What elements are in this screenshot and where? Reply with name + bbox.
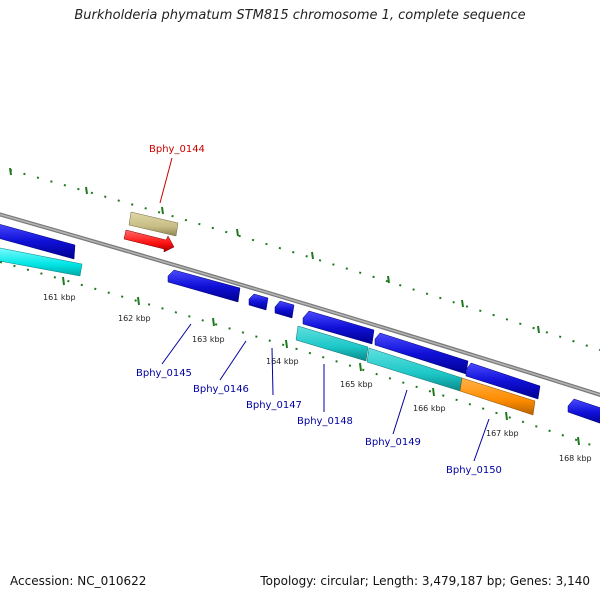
sequence-summary-text: Topology: circular; Length: 3,479,187 bp… — [260, 574, 590, 588]
tick-label: 168 kbp — [559, 454, 592, 463]
gene-arrow-bphy-0147[interactable] — [274, 300, 295, 319]
map-title: Burkholderia phymatum STM815 chromosome … — [74, 8, 526, 23]
gene-arrow-bphy-0149[interactable] — [374, 332, 469, 375]
inner-major-tick — [285, 339, 288, 349]
gene-arrow-upstream[interactable] — [0, 223, 76, 260]
outer-dotted-line — [9, 169, 600, 351]
outer-major-tick — [311, 251, 314, 260]
leader-line-bphy-0146 — [219, 340, 247, 381]
gene-label-bphy-0147[interactable]: Bphy_0147 — [246, 400, 302, 411]
gene-arrow-bphy-0144[interactable] — [123, 229, 175, 253]
inner-major-tick — [505, 411, 508, 421]
cyan-feature-upstream[interactable] — [0, 247, 83, 277]
outer-major-tick — [461, 299, 464, 308]
leader-line-bphy-0145 — [161, 323, 192, 365]
inner-tick-track — [0, 261, 600, 449]
inner-major-tick — [137, 296, 140, 306]
inner-major-tick — [577, 436, 580, 446]
tick-label: 165 kbp — [340, 380, 373, 389]
outer-major-tick — [537, 325, 540, 334]
gene-label-bphy-0148[interactable]: Bphy_0148 — [297, 416, 353, 427]
tick-label: 166 kbp — [413, 404, 446, 413]
gene-arrow-bphy-0148[interactable] — [302, 310, 375, 345]
gene-label-bphy-0150[interactable]: Bphy_0150 — [446, 465, 502, 476]
outer-major-tick — [387, 275, 390, 284]
chromosome-backbone-highlight — [0, 213, 600, 396]
outer-major-tick — [9, 167, 12, 176]
gene-labels: Bphy_0144 Bphy_0145 Bphy_0146 Bphy_0147 … — [136, 144, 502, 476]
gene-arrow-downstream[interactable] — [567, 398, 600, 426]
inner-major-tick — [62, 276, 65, 286]
tick-label: 167 kbp — [486, 429, 519, 438]
accession-text: Accession: NC_010622 — [10, 574, 147, 588]
outer-major-tick — [85, 186, 88, 195]
gene-arrow-bphy-0145[interactable] — [167, 269, 241, 303]
tick-labels: 161 kbp 162 kbp 163 kbp 164 kbp 165 kbp … — [43, 293, 592, 463]
leader-line-bphy-0144 — [159, 157, 173, 204]
tick-label: 163 kbp — [192, 335, 225, 344]
tan-feature-bphy-0144[interactable] — [128, 211, 179, 237]
outer-major-tick — [161, 206, 164, 215]
gene-label-bphy-0149[interactable]: Bphy_0149 — [365, 437, 421, 448]
leader-line-bphy-0147 — [271, 347, 274, 396]
teal-feature-bphy-0148[interactable] — [295, 325, 369, 362]
inner-major-tick — [359, 362, 362, 372]
tick-label: 161 kbp — [43, 293, 76, 302]
gene-label-bphy-0144[interactable]: Bphy_0144 — [149, 144, 205, 155]
inner-major-tick — [432, 387, 435, 397]
gene-arrow-bphy-0146[interactable] — [248, 293, 269, 311]
outer-tick-track — [9, 167, 600, 351]
orange-feature-bphy-0150[interactable] — [459, 377, 536, 416]
leader-line-bphy-0150 — [473, 418, 490, 462]
gene-label-bphy-0145[interactable]: Bphy_0145 — [136, 368, 192, 379]
gene-features — [0, 211, 600, 426]
tick-label: 164 kbp — [266, 357, 299, 366]
tick-label: 162 kbp — [118, 314, 151, 323]
leader-line-bphy-0149 — [392, 389, 408, 435]
label-leaders — [159, 157, 490, 462]
gene-label-bphy-0146[interactable]: Bphy_0146 — [193, 384, 249, 395]
outer-major-tick — [236, 228, 239, 237]
inner-major-tick — [212, 317, 215, 327]
gene-arrow-bphy-0150[interactable] — [465, 362, 541, 400]
